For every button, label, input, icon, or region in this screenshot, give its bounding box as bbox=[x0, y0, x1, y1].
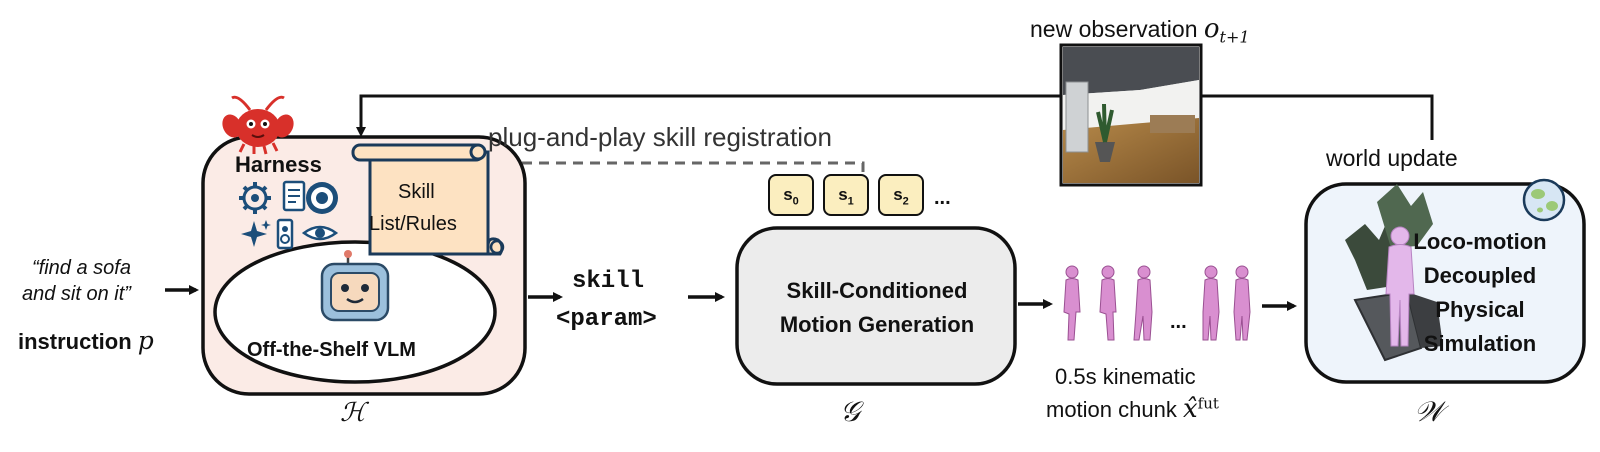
target-icon bbox=[306, 182, 338, 214]
skill-call-line1: skill bbox=[572, 268, 645, 295]
world-line4: Simulation bbox=[1423, 331, 1537, 356]
speaker-icon bbox=[276, 218, 294, 250]
instruction-symbol: p bbox=[137, 326, 154, 355]
generator-line2: Motion Generation bbox=[779, 312, 975, 337]
instruction-quote-line1: “find a sofa bbox=[32, 257, 131, 279]
skill-chips-ellipsis: ... bbox=[934, 187, 951, 209]
motion-chunk-line1: 0.5s kinematic bbox=[1055, 364, 1196, 389]
skill-chip-s0: s0 bbox=[768, 174, 814, 216]
world-line3: Physical bbox=[1435, 297, 1525, 322]
eye-icon bbox=[301, 225, 339, 241]
motion-chunk-superscript: fut bbox=[1197, 394, 1219, 413]
world-line1: Loco-motion bbox=[1413, 229, 1547, 254]
observation-subscript: t+1 bbox=[1219, 27, 1250, 47]
registration-dashed-arrow bbox=[492, 157, 865, 172]
scroll-line2: List/Rules bbox=[369, 213, 457, 235]
lobster-icon bbox=[222, 95, 294, 155]
generator-line1: Skill-Conditioned bbox=[786, 278, 968, 303]
observation-label-prefix: new observation bbox=[1030, 16, 1198, 42]
skill-scroll-icon bbox=[351, 143, 505, 256]
motion-figure bbox=[1063, 265, 1081, 341]
instruction-label: instruction bbox=[18, 329, 132, 354]
instruction-label-row: instruction p bbox=[18, 328, 154, 353]
motion-chunk-symbol: x̂ bbox=[1182, 394, 1198, 424]
motion-figure bbox=[1202, 265, 1220, 341]
skill-chip-s2: s2 bbox=[878, 174, 924, 216]
standing-figure bbox=[1385, 226, 1415, 347]
observation-image bbox=[1059, 43, 1203, 187]
world-line2: Decoupled bbox=[1423, 263, 1537, 288]
skill-call-line2: <param> bbox=[556, 306, 657, 333]
motion-figure bbox=[1099, 265, 1117, 341]
motion-chunk-line2-row: motion chunk x̂fut bbox=[1046, 396, 1219, 422]
document-icon bbox=[282, 180, 306, 212]
observation-label: new observation ot+1 bbox=[1030, 16, 1250, 46]
sparkle-icon bbox=[241, 220, 271, 247]
harness-symbol: ℋ bbox=[340, 398, 366, 428]
scroll-line1: Skill bbox=[398, 181, 435, 203]
motion-figures bbox=[1063, 265, 1251, 341]
instruction-quote-line2: and sit on it” bbox=[22, 283, 131, 305]
gear-icon bbox=[239, 182, 271, 214]
motion-figure bbox=[1133, 265, 1153, 341]
skill-chip-s1: s1 bbox=[823, 174, 869, 216]
motion-figure bbox=[1233, 265, 1251, 341]
generator-box bbox=[735, 226, 1017, 386]
feedback-loop-line bbox=[356, 94, 1434, 140]
registration-label: plug-and-play skill registration bbox=[488, 122, 832, 152]
motion-chunk-line2: motion chunk bbox=[1046, 397, 1177, 422]
world-symbol: 𝒲 bbox=[1414, 395, 1444, 428]
vlm-label: Off-the-Shelf VLM bbox=[247, 339, 416, 361]
observation-symbol: o bbox=[1203, 14, 1220, 44]
harness-title: Harness bbox=[235, 152, 322, 177]
world-update-label: world update bbox=[1326, 145, 1458, 171]
generator-symbol: 𝒢 bbox=[840, 395, 860, 428]
motion-ellipsis: ... bbox=[1170, 311, 1187, 333]
robot-icon bbox=[320, 250, 390, 322]
globe-icon bbox=[1522, 178, 1566, 222]
